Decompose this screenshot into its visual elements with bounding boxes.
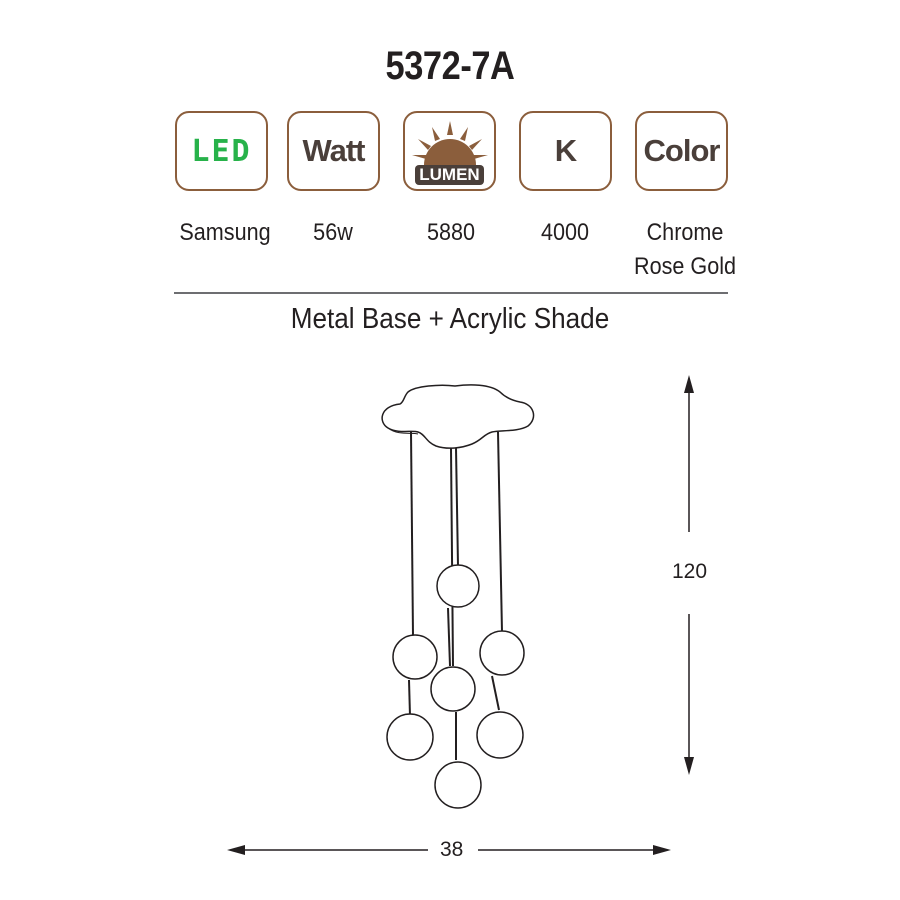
globe-7 bbox=[434, 761, 482, 809]
spec-color-value: Chrome Rose Gold bbox=[622, 216, 748, 284]
led-badge: LED bbox=[175, 111, 268, 191]
color-icon: Color bbox=[643, 133, 721, 168]
kelvin-badge: K bbox=[519, 111, 612, 191]
width-dimension-arrow bbox=[227, 845, 671, 855]
height-dimension-arrow bbox=[684, 375, 694, 775]
spec-kelvin-value: 4000 bbox=[540, 219, 590, 246]
divider bbox=[174, 292, 728, 294]
material-description: Metal Base + Acrylic Shade bbox=[290, 303, 610, 335]
height-dimension-label: 120 bbox=[672, 560, 708, 584]
watt-badge: Watt bbox=[287, 111, 380, 191]
spec-led-value: Samsung bbox=[179, 219, 271, 246]
spec-lumen-value: 5880 bbox=[426, 219, 476, 246]
globe-1 bbox=[436, 564, 480, 608]
model-title: 5372-7A bbox=[385, 44, 515, 88]
globe-2 bbox=[392, 634, 438, 680]
watt-icon: Watt bbox=[302, 133, 366, 168]
lumen-icon-label: LUMEN bbox=[415, 165, 484, 185]
cables bbox=[408, 431, 503, 760]
globe-5 bbox=[386, 713, 434, 761]
sun-icon bbox=[412, 121, 488, 165]
spec-watt-value: 56w bbox=[313, 219, 353, 246]
color-badge: Color bbox=[635, 111, 728, 191]
lumen-badge: LUMEN bbox=[403, 111, 496, 191]
kelvin-icon: K bbox=[554, 133, 577, 168]
globe-6 bbox=[476, 711, 524, 759]
globe-3 bbox=[479, 630, 525, 676]
width-dimension-label: 38 bbox=[440, 838, 464, 862]
globe-4 bbox=[430, 666, 476, 712]
spec-color-rose-gold: Rose Gold bbox=[633, 253, 737, 280]
spec-color-chrome: Chrome bbox=[646, 219, 724, 246]
canopy bbox=[381, 384, 535, 449]
globes bbox=[386, 564, 525, 809]
led-icon: LED bbox=[191, 133, 252, 169]
